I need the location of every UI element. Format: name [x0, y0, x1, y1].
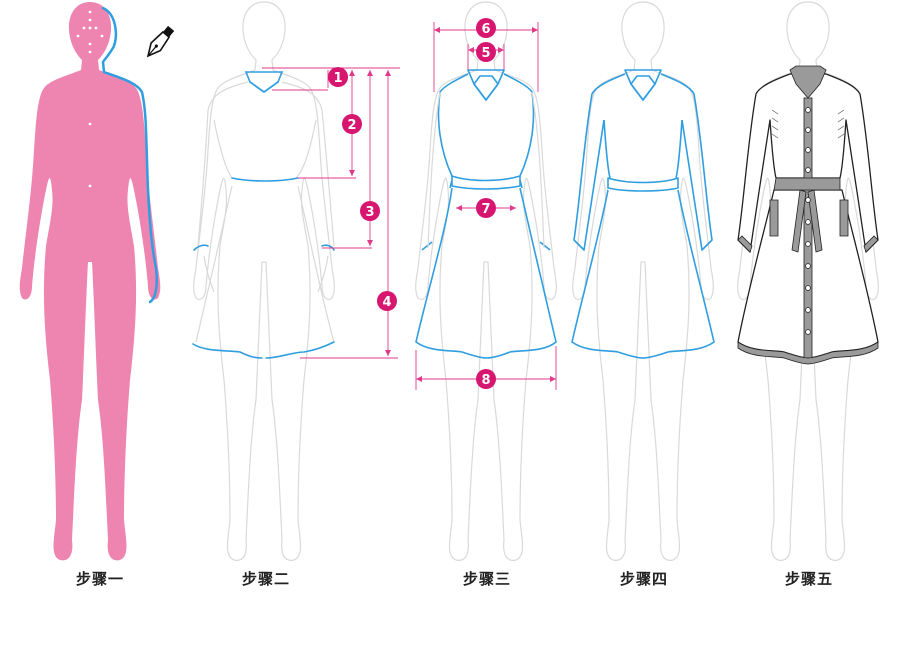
step-2-figure: 1 2 3 4	[192, 1, 400, 561]
measure-badge-6: 6	[476, 18, 496, 38]
placket-stripes	[737, 65, 879, 365]
measure-badge-4: 4	[377, 291, 397, 311]
shirring-marks	[771, 109, 845, 139]
measure-arrowheads	[349, 70, 391, 356]
step-3-figure: 5 6 7 8	[415, 1, 557, 561]
measure-badge-8: 8	[476, 369, 496, 389]
measure-badge-5: 5	[476, 42, 496, 62]
svg-text:4: 4	[382, 295, 391, 310]
measure-badge-1: 1	[328, 67, 348, 87]
step-1-figure	[19, 2, 175, 561]
blue-full-dress	[571, 69, 715, 359]
step-label-4: 步骤四	[619, 570, 668, 588]
svg-text:7: 7	[481, 202, 490, 217]
pen-tool-icon	[146, 25, 175, 58]
step-label-2: 步骤二	[241, 570, 290, 588]
measure-arrowheads	[416, 27, 556, 382]
svg-text:2: 2	[347, 118, 356, 133]
ghost-sleeves	[427, 91, 545, 249]
measure-badge-2: 2	[342, 114, 362, 134]
svg-text:1: 1	[333, 71, 342, 86]
buttons	[805, 107, 811, 335]
blue-pattern-pieces	[192, 71, 335, 359]
step-5-figure	[737, 1, 879, 561]
svg-text:5: 5	[481, 46, 490, 61]
step-label-1: 步骤一	[75, 570, 124, 588]
guide-dots	[76, 10, 104, 188]
svg-text:8: 8	[481, 373, 490, 388]
measure-badge-7: 7	[476, 198, 496, 218]
step-label-5: 步骤五	[784, 570, 833, 588]
step-4-figure	[571, 1, 715, 561]
measure-badge-3: 3	[360, 201, 380, 221]
ghost-dress-outline	[195, 81, 335, 343]
step-label-3: 步骤三	[462, 570, 511, 588]
svg-text:3: 3	[365, 205, 374, 220]
svg-text:6: 6	[481, 22, 490, 37]
traced-outline	[101, 6, 158, 304]
blue-dress-outline	[415, 69, 557, 359]
